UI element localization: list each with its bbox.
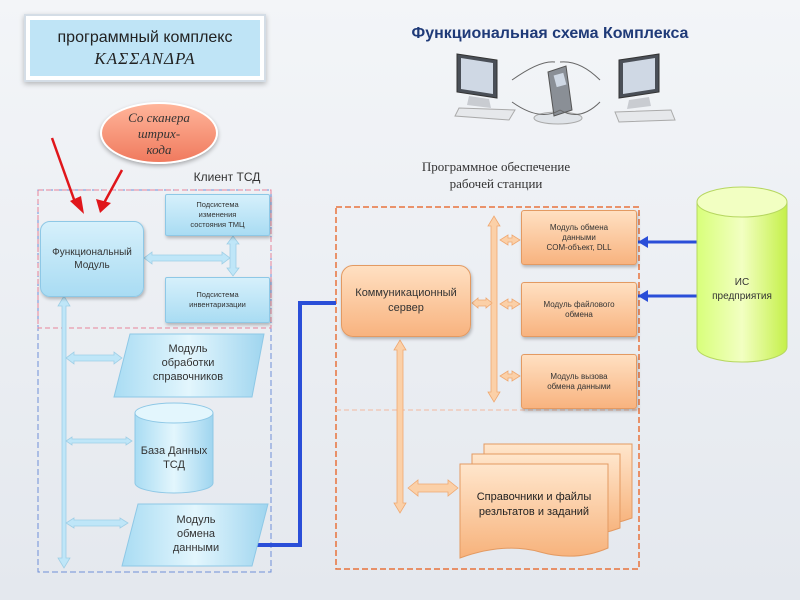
exchange-module-label: Модуль обмена данными (130, 513, 262, 555)
functional-module-line1: Функциональный (52, 247, 132, 258)
software-label-line1: Программное обеспечение (421, 159, 571, 174)
title-box: программный комплекс ΚΑΣΣΑΝΔΡΑ (24, 14, 266, 82)
subsystem-state-node: Подсистема изменения состояния ТМЦ (165, 194, 270, 236)
com-module-line1: Модуль обмена (549, 222, 609, 232)
subsystem-inventory-node: Подсистема инвентаризации (165, 277, 270, 323)
scanner-arrows (50, 137, 124, 214)
reference-module-line3: справочников (152, 371, 224, 383)
bubble-line1: Со сканера (128, 110, 190, 125)
database-line2: ТСД (163, 459, 185, 471)
call-module-line2: обмена данными (547, 381, 611, 391)
files-doc-line2: резльтатов и заданий (478, 506, 590, 518)
bubble-line3: кода (146, 142, 172, 157)
reference-module-line2: обработки (161, 357, 215, 369)
subsystem-state-line1: Подсистема (196, 200, 239, 209)
call-module-node: Модуль вызова обмена данными (521, 354, 637, 409)
reference-module-line1: Модуль (168, 343, 208, 355)
is-line2: предприятия (712, 291, 772, 302)
functional-module-line2: Модуль (74, 260, 110, 271)
files-document-stack (459, 443, 633, 559)
reference-module-label: Модуль обработки справочников (124, 342, 252, 384)
software-label-line2: рабочей станции (449, 176, 543, 191)
call-module-line1: Модуль вызова (550, 371, 608, 381)
title-box-inner: программный комплекс ΚΑΣΣΑΝΔΡΑ (30, 20, 260, 76)
database-line1: База Данных (140, 445, 208, 457)
is-label: ИС предприятия (697, 276, 787, 304)
title-line1: программный комплекс (57, 29, 233, 46)
files-doc-line1: Справочники и файлы (476, 491, 592, 503)
subsystem-state-line3: состояния ТМЦ (190, 220, 245, 229)
file-module-node: Модуль файлового обмена (521, 282, 637, 337)
reference-module-shape (113, 333, 265, 398)
com-module-line3: COM-объект, DLL (546, 242, 612, 252)
exchange-module-shape (121, 503, 269, 567)
comm-server-node: Коммуникационный сервер (341, 265, 471, 337)
files-doc-label: Справочники и файлы резльтатов и заданий (460, 490, 608, 520)
software-label: Программное обеспечение рабочей станции (376, 158, 616, 192)
subsystem-inventory-line1: Подсистема (196, 290, 239, 299)
bubble-line2: штрих- (137, 126, 181, 141)
subsystem-inventory-line2: инвентаризации (189, 300, 246, 309)
comm-server-line1: Коммуникационный (355, 287, 457, 299)
client-bus-arrows (57, 235, 240, 569)
title-line2: ΚΑΣΣΑΝΔΡΑ (94, 49, 196, 68)
scanner-bubble: Со сканера штрих- кода (100, 102, 218, 164)
subsystem-state-line2: изменения (198, 210, 237, 219)
comm-server-line2: сервер (388, 302, 424, 314)
client-label: Клиент ТСД (193, 170, 261, 184)
computer-icon (454, 53, 516, 121)
is-cylinder (696, 186, 788, 363)
connector-client-server (238, 301, 336, 547)
arrowhead-file-is (638, 290, 648, 302)
functional-module-node: Функциональный Модуль (40, 221, 144, 297)
station-container (335, 206, 640, 570)
is-line1: ИС (734, 277, 750, 288)
barcode-scanner-icon (533, 65, 583, 125)
com-module-line2: данными (562, 232, 596, 242)
exchange-module-line1: Модуль (176, 514, 216, 526)
client-pink-zone (37, 189, 272, 329)
computer-icon (614, 53, 676, 123)
station-arrows (393, 215, 521, 514)
database-cylinder (134, 402, 214, 494)
database-label: База Данных ТСД (135, 444, 213, 472)
file-module-line2: обмена (565, 309, 593, 319)
page-title: Функциональная схема Комплекса (411, 25, 689, 42)
file-module-line1: Модуль файлового (543, 299, 615, 309)
com-module-node: Модуль обмена данными COM-объект, DLL (521, 210, 637, 265)
exchange-module-line2: обмена (176, 528, 216, 540)
arrowhead-dll-is (638, 236, 648, 248)
exchange-module-line3: данными (172, 542, 220, 554)
client-container (37, 189, 272, 573)
connection-arrows (511, 61, 601, 115)
